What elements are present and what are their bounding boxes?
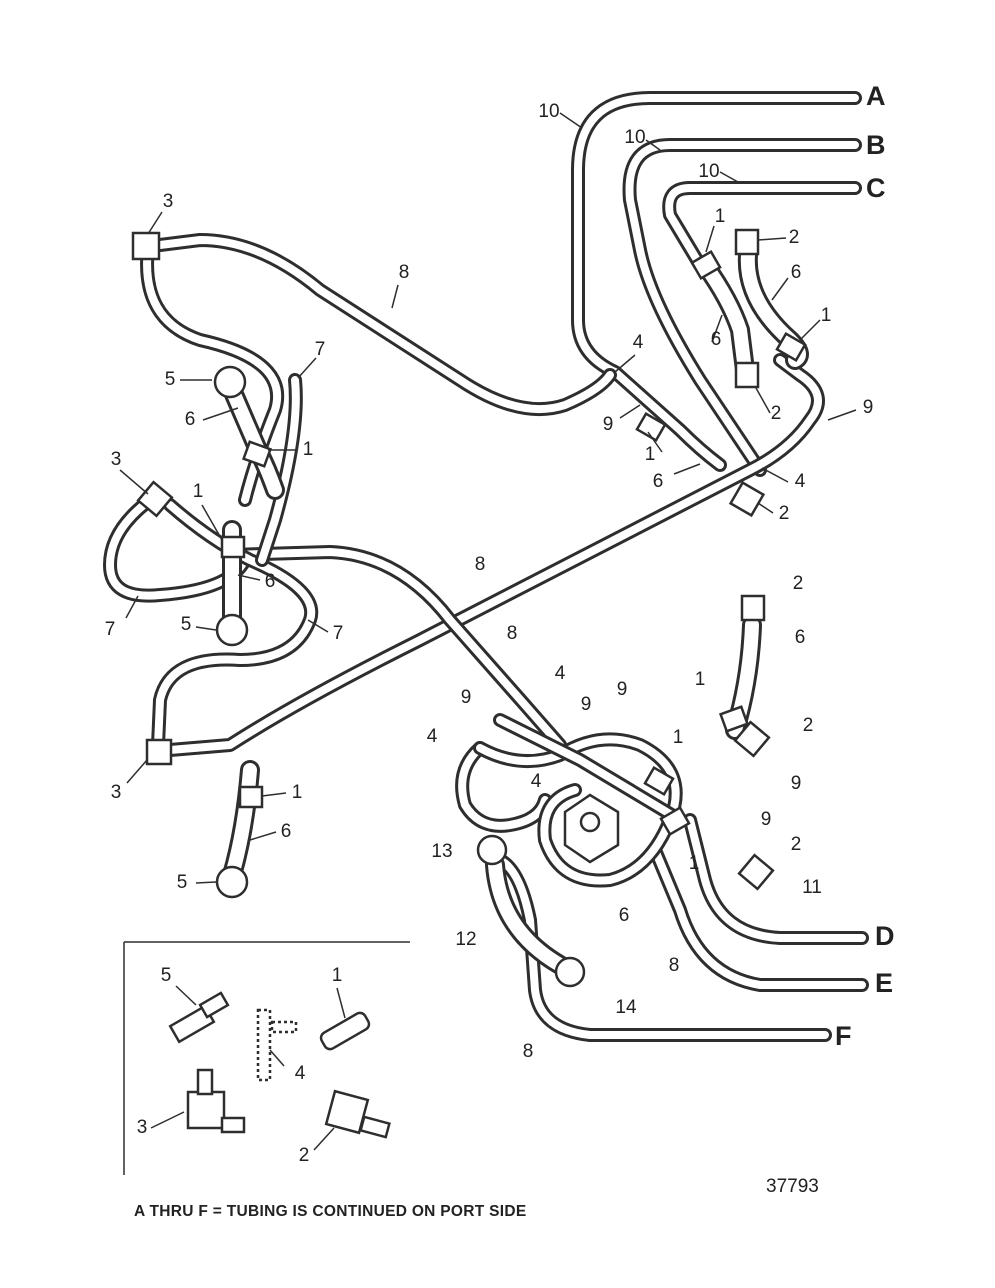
footnote: A THRU F = TUBING IS CONTINUED ON PORT S… — [134, 1203, 527, 1220]
fittings-inset: 5 1 4 3 2 — [123, 941, 410, 1175]
tee-fitting-3-bottom — [145, 738, 173, 766]
callout-6: 6 — [619, 905, 630, 926]
callouts: 10 10 10 3 8 7 5 6 1 3 1 6 7 5 7 3 1 6 5… — [105, 101, 874, 1062]
callout-2: 2 — [771, 403, 782, 424]
callout-9: 9 — [581, 694, 592, 715]
callout-6: 6 — [711, 329, 722, 350]
callout-8: 8 — [523, 1041, 534, 1062]
callout-3: 3 — [163, 191, 174, 212]
callout-6: 6 — [185, 409, 196, 430]
inset-fitting-1 — [319, 1011, 371, 1051]
connection-letter-d: D — [875, 921, 895, 951]
callout-13: 13 — [431, 841, 452, 862]
callout-6: 6 — [795, 627, 806, 648]
tube-9-right-loop — [163, 353, 825, 757]
callout-4: 4 — [531, 771, 542, 792]
callout-4: 4 — [633, 332, 644, 353]
inset-label-1: 1 — [332, 965, 343, 986]
callout-7: 7 — [315, 339, 326, 360]
callout-1: 1 — [695, 669, 706, 690]
connection-letter-f: F — [835, 1021, 852, 1051]
inset-label-3: 3 — [137, 1117, 148, 1138]
callout-9: 9 — [603, 414, 614, 435]
callout-5: 5 — [181, 614, 192, 635]
callout-9: 9 — [761, 809, 772, 830]
callout-3: 3 — [111, 449, 122, 470]
callout-12: 12 — [455, 929, 476, 950]
callout-4: 4 — [427, 726, 438, 747]
callout-11: 11 — [802, 877, 822, 898]
tube-a — [571, 91, 862, 472]
callout-14: 14 — [615, 997, 637, 1018]
callout-1: 1 — [715, 206, 726, 227]
callout-1: 1 — [193, 481, 204, 502]
hex-fitting-5 — [213, 365, 249, 899]
fitting-14 — [554, 956, 586, 988]
callout-7: 7 — [333, 623, 344, 644]
tee-fitting-3-top — [131, 231, 161, 261]
callout-10: 10 — [538, 101, 559, 122]
callout-8: 8 — [399, 262, 410, 283]
inset-label-2: 2 — [299, 1145, 310, 1166]
connection-letter-c: C — [866, 173, 886, 203]
callout-1: 1 — [303, 439, 314, 460]
callout-8: 8 — [507, 623, 518, 644]
callout-1: 1 — [673, 727, 684, 748]
fitting-13 — [476, 834, 508, 866]
callout-7: 7 — [105, 619, 116, 640]
tube-e — [648, 843, 869, 992]
tube-c — [662, 181, 862, 272]
hose-6-lower-left — [222, 760, 260, 885]
callout-4: 4 — [795, 471, 806, 492]
inset-fitting-2 — [324, 1089, 391, 1139]
tube-b — [622, 138, 862, 477]
callout-6: 6 — [281, 821, 292, 842]
elbow-fitting-2 — [728, 228, 775, 891]
callout-6: 6 — [791, 262, 802, 283]
inset-label-4: 4 — [295, 1063, 306, 1084]
callout-1: 1 — [821, 305, 832, 326]
inset-label-5: 5 — [161, 965, 172, 986]
connection-letter-e: E — [875, 968, 893, 998]
callout-9: 9 — [791, 773, 802, 794]
inset-fitting-3 — [186, 1068, 246, 1134]
callout-10: 10 — [698, 161, 719, 182]
check-valve-1 — [220, 249, 807, 837]
tube-8-middle — [223, 545, 567, 752]
callout-1: 1 — [292, 782, 303, 803]
callout-2: 2 — [789, 227, 800, 248]
callout-8: 8 — [669, 955, 680, 976]
leader-lines — [119, 112, 857, 884]
callout-2: 2 — [803, 715, 814, 736]
inset-fitting-4 — [256, 1008, 298, 1082]
callout-1: 1 — [645, 444, 656, 465]
callout-6: 6 — [653, 471, 664, 492]
tube-7-left-loops — [103, 373, 319, 752]
tube-8-upper — [140, 233, 617, 507]
callout-8: 8 — [475, 554, 486, 575]
connection-letter-a: A — [866, 81, 886, 111]
callout-9: 9 — [863, 397, 874, 418]
callout-4: 4 — [555, 663, 566, 684]
figure-number: 37793 — [766, 1176, 819, 1197]
callout-2: 2 — [779, 503, 790, 524]
callout-2: 2 — [791, 834, 802, 855]
callout-3: 3 — [111, 782, 122, 803]
inset-fitting-5 — [168, 991, 230, 1044]
callout-9: 9 — [461, 687, 472, 708]
connection-letter-b: B — [866, 130, 886, 160]
callout-9: 9 — [617, 679, 628, 700]
callout-1: 1 — [689, 853, 700, 874]
callout-6: 6 — [265, 571, 276, 592]
fuel-filter-nut — [563, 793, 620, 864]
hose-12 — [485, 855, 570, 975]
callout-2: 2 — [793, 573, 804, 594]
tube-f — [493, 853, 832, 1042]
callout-5: 5 — [177, 872, 188, 893]
tube-d — [683, 813, 869, 945]
callout-5: 5 — [165, 369, 176, 390]
callout-10: 10 — [624, 127, 645, 148]
